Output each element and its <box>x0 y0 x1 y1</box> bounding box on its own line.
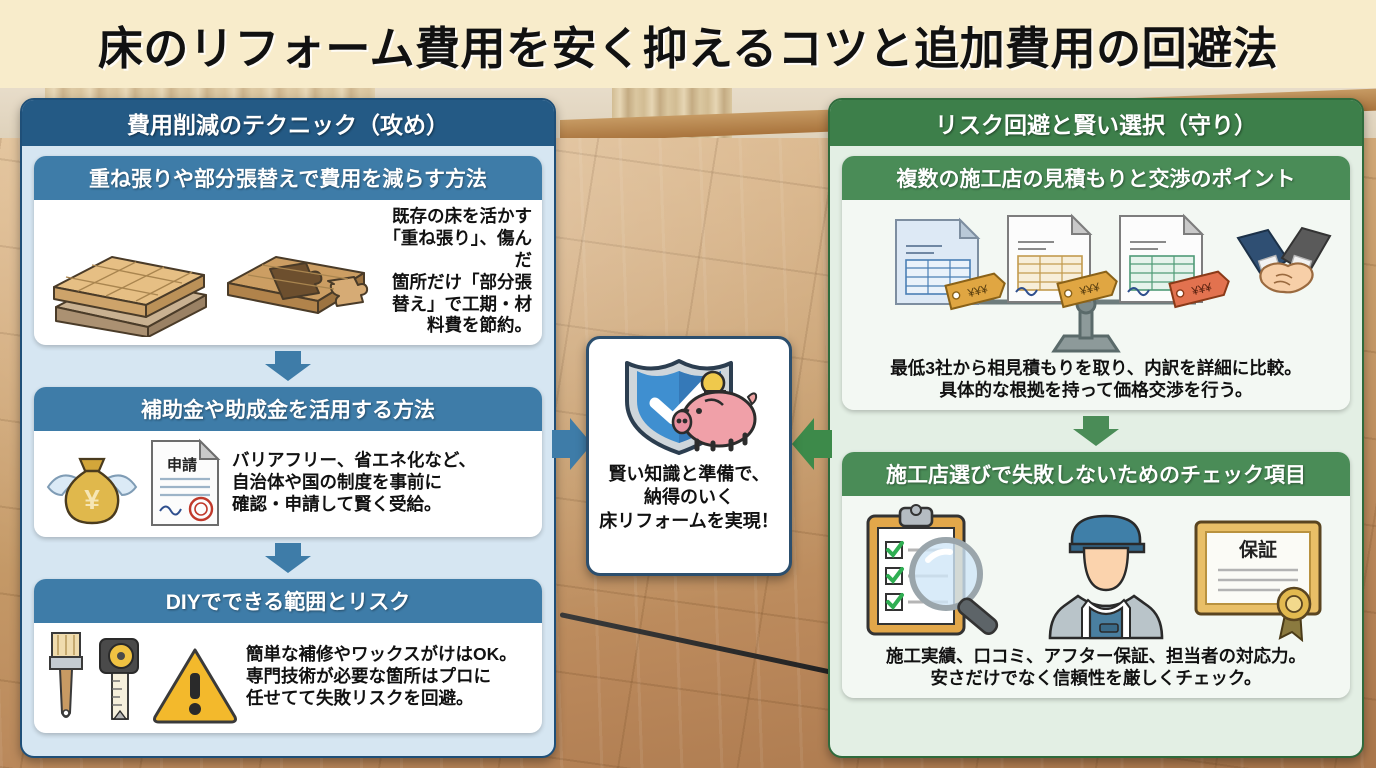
piggy-bank-icon <box>671 370 758 452</box>
card-header-diy-risk: DIYでできる範囲とリスク <box>34 579 542 624</box>
arrow-down-2 <box>265 543 311 574</box>
card-diy-risk[interactable]: DIYでできる範囲とリスク <box>34 579 542 734</box>
card-header-multiple-quotes: 複数の施工店の見積もりと交渉のポイント <box>842 156 1350 200</box>
page-title: 床のリフォーム費用を安く抑えるコツと追加費用の回避法 <box>97 22 1279 74</box>
icon-group-contractor-checklist: 保証 <box>862 502 1330 642</box>
tape-measure-icon <box>96 629 144 725</box>
card-body-subsidy: ¥ 申請 <box>34 431 542 538</box>
card-body-multiple-quotes: ¥¥¥ <box>842 200 1350 410</box>
quote-document-icon: ¥¥¥ <box>895 217 1006 311</box>
center-icon-group <box>609 349 769 459</box>
center-summary-text: 賢い知識と準備で、 納得のいく 床リフォームを実現！ <box>599 464 779 531</box>
card-body-layered-flooring: 既存の床を活かす「重ね張り」、傷んだ 箇所だけ「部分張替え」で工期・材料費を節約… <box>34 200 542 346</box>
card-subsidy[interactable]: 補助金や助成金を活用する方法 ¥ <box>34 387 542 538</box>
clipboard-checklist-icon <box>862 502 1022 642</box>
card-layered-flooring[interactable]: 重ね張りや部分張替えで費用を減らす方法 <box>34 156 542 346</box>
card-desc-subsidy: バリアフリー、省エネ化など、 自治体や国の制度を事前に 確認・申請して賢く受給。 <box>232 450 476 515</box>
wood-planks-layered-icon <box>44 229 214 338</box>
left-column-cost-reduction: 費用削減のテクニック（攻め） 重ね張りや部分張替えで費用を減らす方法 <box>20 98 556 758</box>
worker-person-icon <box>1044 504 1168 642</box>
card-multiple-quotes[interactable]: 複数の施工店の見積もりと交渉のポイント <box>842 156 1350 410</box>
warning-triangle-icon <box>152 645 238 725</box>
svg-text:¥¥¥: ¥¥¥ <box>1077 280 1101 299</box>
svg-text:¥¥¥: ¥¥¥ <box>965 282 989 301</box>
quote-document-icon: ¥¥¥ <box>1119 213 1230 309</box>
card-desc-contractor-checklist: 施工実績、口コミ、アフター保証、担当者の対応力。 安さだけでなく信頼性を厳しくチ… <box>886 645 1306 688</box>
wood-patch-puzzle-icon <box>222 245 372 337</box>
application-form-icon: 申請 <box>148 437 222 529</box>
svg-text:¥: ¥ <box>84 484 100 515</box>
left-column-body: 重ね張りや部分張替えで費用を減らす方法 <box>22 146 554 756</box>
right-column-risk-avoidance: リスク回避と賢い選択（守り） 複数の施工店の見積もりと交渉のポイント <box>828 98 1364 758</box>
card-desc-layered-flooring: 既存の床を活かす「重ね張り」、傷んだ 箇所だけ「部分張替え」で工期・材料費を節約… <box>383 206 532 336</box>
icon-group-multiple-quotes: ¥¥¥ <box>856 206 1336 356</box>
warranty-label: 保証 <box>1238 538 1277 561</box>
quote-document-icon: ¥¥¥ <box>1007 213 1118 309</box>
card-body-diy-risk: 簡単な補修やワックスがけはOK。 専門技術が必要な箇所はプロに 任せてて失敗リス… <box>34 623 542 734</box>
svg-text:¥¥¥: ¥¥¥ <box>1189 280 1213 299</box>
arrow-down-1 <box>265 351 311 382</box>
arrow-down-3 <box>1073 415 1119 446</box>
paint-brush-icon <box>44 629 88 725</box>
ribbon-seal-icon <box>1276 586 1312 642</box>
icon-group-layered-flooring <box>44 229 372 338</box>
card-header-layered-flooring: 重ね張りや部分張替えで費用を減らす方法 <box>34 156 542 200</box>
application-form-label: 申請 <box>167 456 197 474</box>
title-banner: 床のリフォーム費用を安く抑えるコツと追加費用の回避法 <box>0 0 1376 88</box>
arrow-right-to-center <box>792 418 832 470</box>
card-header-subsidy: 補助金や助成金を活用する方法 <box>34 387 542 432</box>
warranty-certificate-icon: 保証 <box>1190 512 1330 642</box>
card-desc-diy-risk: 簡単な補修やワックスがけはOK。 専門技術が必要な箇所はプロに 任せてて失敗リス… <box>246 644 517 709</box>
left-column-header: 費用削減のテクニック（攻め） <box>22 100 554 146</box>
card-contractor-checklist[interactable]: 施工店選びで失敗しないためのチェック項目 <box>842 451 1350 698</box>
right-column-body: 複数の施工店の見積もりと交渉のポイント <box>830 146 1362 756</box>
money-bag-wings-icon: ¥ <box>44 443 140 529</box>
card-header-contractor-checklist: 施工店選びで失敗しないためのチェック項目 <box>842 451 1350 496</box>
icon-group-diy-risk <box>44 629 238 725</box>
card-body-contractor-checklist: 保証 <box>842 495 1350 698</box>
handshake-icon <box>1236 226 1332 294</box>
center-summary-card[interactable]: 賢い知識と準備で、 納得のいく 床リフォームを実現！ <box>586 336 792 576</box>
card-desc-multiple-quotes: 最低3社から相見積もりを取り、内訳を詳細に比較。 具体的な根拠を持って価格交渉を… <box>890 358 1302 400</box>
icon-group-subsidy: ¥ 申請 <box>44 437 222 529</box>
right-column-header: リスク回避と賢い選択（守り） <box>830 100 1362 146</box>
magnifier-icon <box>909 536 999 635</box>
